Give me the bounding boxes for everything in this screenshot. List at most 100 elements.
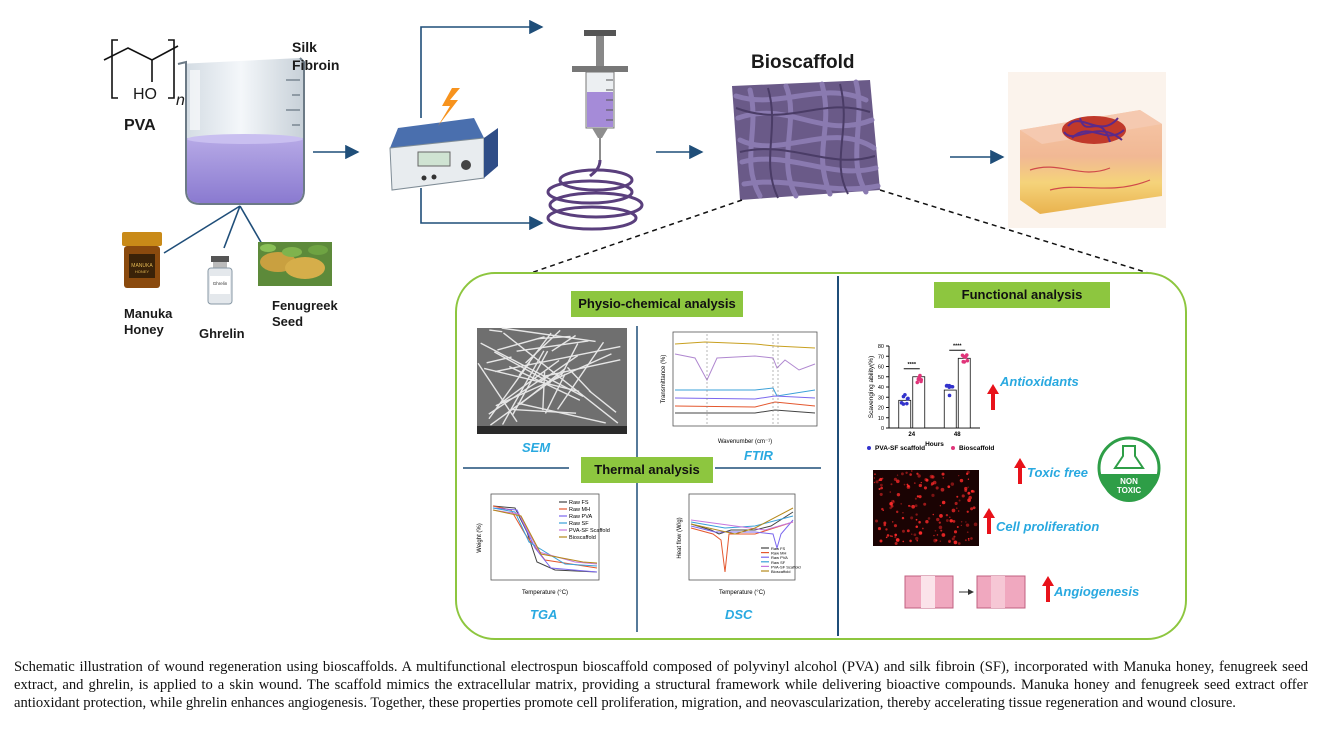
dsc-caption: DSC (725, 607, 753, 622)
ftir-caption: FTIR (744, 448, 773, 463)
significance-label: **** (907, 362, 916, 368)
y-axis-label: Scavenging ability(%) (868, 356, 875, 419)
legend-entry: Raw SF (569, 521, 589, 527)
x-axis-label: Hours (925, 441, 944, 448)
bioscaffold-title: Bioscaffold (751, 52, 855, 73)
up-arrow-icon (987, 384, 999, 410)
data-point (960, 353, 965, 358)
data-point (901, 402, 906, 406)
legend-entry: PVA-SF Scaffold (771, 564, 801, 569)
cell-proliferation-label: Cell proliferation (996, 519, 1100, 534)
svg-text:MANUKA: MANUKA (131, 263, 153, 269)
lightning-icon (438, 88, 460, 126)
dsc-plot: Temperature (°C) Heat flow (W/g) Raw FSR… (677, 493, 801, 596)
svg-text:HONEY: HONEY (135, 269, 150, 274)
legend-marker (867, 446, 871, 450)
legend-entry: Bioscaffold (771, 569, 791, 574)
data-point (965, 358, 970, 363)
sem-image (477, 327, 627, 434)
svg-text:Heat flow (W/g): Heat flow (W/g) (677, 517, 683, 558)
sem-caption: SEM (522, 440, 551, 455)
pva-label: PVA (124, 117, 156, 134)
pva-formula-label: HO (133, 86, 157, 103)
data-point (947, 383, 952, 388)
fiber-coil-icon (546, 159, 644, 231)
up-arrow-icon (1014, 458, 1026, 484)
panel-graphics: Wavenumber (cm⁻¹) Transmittance (%) Temp… (463, 276, 1161, 636)
data-point (919, 379, 923, 384)
power-supply-icon (389, 118, 498, 191)
ftir-plot: Wavenumber (cm⁻¹) Transmittance (%) (661, 331, 818, 445)
y-tick-label: 10 (878, 416, 884, 422)
physio-chemical-heading: Physio-chemical analysis (571, 291, 743, 317)
y-tick-label: 0 (881, 426, 884, 432)
data-point (964, 353, 969, 357)
bar (943, 389, 957, 429)
fenugreek-seed-icon (258, 242, 332, 286)
tga-caption: TGA (530, 607, 558, 622)
up-arrow-icons (983, 384, 1054, 602)
data-point (950, 384, 955, 389)
legend-marker (951, 446, 955, 450)
cell-proliferation-image (873, 470, 979, 546)
angiogenesis-image (904, 575, 1026, 609)
data-point (918, 373, 922, 378)
figure-caption: Schematic illustration of wound regenera… (14, 659, 1308, 711)
svg-text:Temperature (°C): Temperature (°C) (719, 590, 765, 596)
manuka-honey-icon: MANUKA HONEY (122, 232, 162, 288)
data-point (903, 392, 907, 397)
svg-text:Ghrelin: Ghrelin (213, 281, 228, 286)
svg-text:Wavenumber (cm⁻¹): Wavenumber (cm⁻¹) (718, 439, 772, 445)
skin-wound-icon (1008, 72, 1166, 228)
up-arrow-icon (983, 508, 995, 534)
svg-text:Transmittance (%): Transmittance (%) (661, 355, 667, 404)
syringe-icon (572, 30, 628, 160)
legend-entry: PVA-SF Scaffold (569, 528, 610, 534)
y-tick-label: 20 (878, 406, 884, 412)
thermal-heading: Thermal analysis (581, 457, 713, 483)
legend-entry: Raw SF (771, 560, 786, 565)
legend-entry: Raw MH (771, 551, 786, 556)
legend-entry: Bioscaffold (569, 535, 596, 541)
data-point (915, 380, 920, 385)
y-tick-label: 70 (878, 354, 884, 360)
data-point (947, 393, 952, 398)
data-point (905, 401, 909, 406)
ghrelin-label: Ghrelin (199, 326, 245, 341)
antioxidants-label: Antioxidants (1000, 374, 1079, 389)
legend-entry: Bioscaffold (959, 445, 994, 452)
legend-entry: Raw MH (569, 507, 590, 513)
legend-entry: Raw PVA (569, 514, 592, 520)
data-point (905, 397, 910, 401)
up-arrow-icon (1042, 576, 1054, 602)
legend-entry: Raw PVA (771, 555, 788, 560)
y-tick-label: 40 (878, 385, 884, 391)
y-tick-label: 80 (878, 344, 884, 350)
svg-text:Temperature (°C): Temperature (°C) (522, 590, 568, 596)
svg-text:NON: NON (1120, 477, 1138, 486)
y-tick-label: 60 (878, 365, 884, 371)
x-tick-label: 24 (908, 432, 915, 438)
legend-entry: PVA-SF scaffold (875, 445, 925, 452)
ghrelin-vial-icon: Ghrelin (207, 256, 233, 305)
functional-heading: Functional analysis (934, 282, 1110, 308)
y-tick-label: 50 (878, 375, 884, 381)
legend-entry: Raw FS (771, 546, 786, 551)
bar (898, 399, 912, 429)
y-tick-label: 30 (878, 395, 884, 401)
x-tick-label: 48 (954, 432, 961, 438)
process-diagram: MANUKA HONEY Ghrelin (103, 19, 1166, 305)
data-point (961, 359, 966, 364)
angiogenesis-label: Angiogenesis (1054, 584, 1140, 599)
legend-entry: Raw FS (569, 500, 589, 506)
svg-text:Weight (%): Weight (%) (477, 523, 483, 553)
bar (957, 357, 971, 429)
bar (912, 376, 926, 429)
beaker-icon (177, 57, 305, 205)
pva-n-label: n (176, 92, 185, 109)
